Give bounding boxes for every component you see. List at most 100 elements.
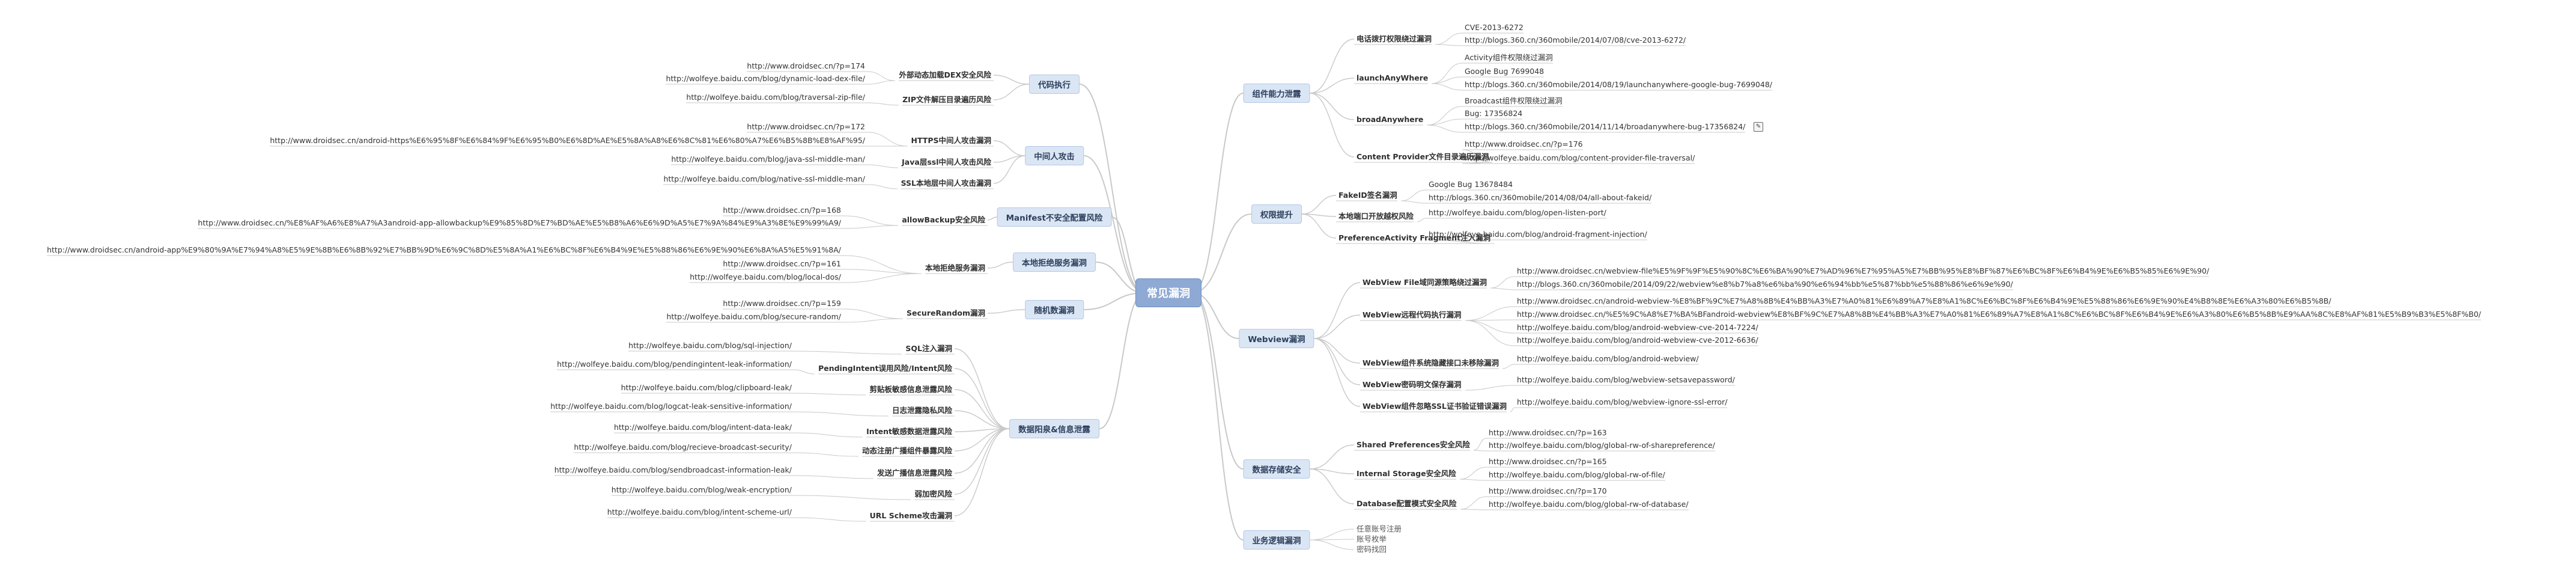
leaf-url: http://www.droidsec.cn/android-https%E6%… [270,136,865,145]
category-0-right: 组件能力泄露 [1243,84,1310,103]
connector-line [794,369,815,375]
connector-line [867,164,899,168]
branch-left-5-1: PendingIntent误用风险/Intent风险 [818,364,952,373]
category-4-left: 随机数漏洞 [1025,300,1084,319]
connector-line [1510,407,1515,412]
leaf-url: http://wolfeye.baidu.com/blog/native-ssl… [663,174,865,183]
leaf-url: http://blogs.360.cn/360mobile/2014/07/08… [1465,35,1686,44]
category-1-left: 中间人攻击 [1025,146,1084,165]
leaf-url: http://wolfeye.baidu.com/blog/global-rw-… [1489,470,1665,479]
branch-right-1-2: PreferenceActivity Fragment注入漏洞 [1338,233,1491,242]
leaf-url: http://blogs.360.cn/360mobile/2014/09/22… [1517,280,2013,289]
leaf-url: http://blogs.360.cn/360mobile/2014/11/14… [1465,122,1746,131]
connector-line [954,389,1010,429]
branch-right-2-4: WebView组件忽略SSL证书验证错误漏洞 [1362,402,1507,411]
leaf-url: http://www.droidsec.cn/?p=170 [1489,486,1607,495]
branch-left-5-6: 发送广播信息泄露风险 [876,468,952,477]
category-5-left: 数据阳泉&信息泄露 [1009,419,1099,438]
connector-line [1310,468,1355,504]
connector-line [867,184,898,189]
leaf-url: http://blogs.360.cn/360mobile/2014/08/04… [1429,193,1652,202]
connector-line [1460,509,1487,510]
branch-right-3-1: Internal Storage安全风险 [1356,469,1456,478]
leaf-url: Google Bug 13678484 [1429,180,1513,189]
connector-line [867,71,896,81]
connector-line [1314,338,1361,407]
leaf-url: Bug: 17356824 [1465,109,1523,118]
connector-line [954,410,1010,429]
category-3-right: 数据存储安全 [1243,459,1310,479]
leaf-url: http://wolfeye.baidu.com/blog/android-we… [1517,354,1699,363]
leaf-url: http://www.droidsec.cn/%E8%AF%A6%E8%A7%A… [198,218,841,227]
branch-left-3-0: 本地拒绝服务漏洞 [925,263,985,272]
connector-line [1314,282,1361,339]
leaf-item: 账号枚举 [1356,535,1387,544]
branch-left-5-2: 剪贴板敏感信息泄露风险 [869,385,952,394]
leaf-url: http://wolfeye.baidu.com/blog/intent-sch… [607,507,792,516]
branch-left-1-2: SSL本地层中间人攻击漏洞 [901,179,991,188]
connector-line [1310,38,1355,94]
leaf-url: http://wolfeye.baidu.com/blog/open-liste… [1429,208,1606,217]
branch-right-0-0: 电话拨打权限绕过漏洞 [1356,34,1432,43]
connector-line [1490,287,1515,290]
branch-right-2-0: WebView File域同源策略绕过漏洞 [1362,278,1487,287]
leaf-url: http://www.droidsec.cn/android-webview-%… [1517,296,2331,305]
leaf-url: http://wolfeye.baidu.com/blog/secure-ran… [666,312,841,321]
leaf-url: http://www.droidsec.cn/?p=159 [723,299,841,308]
connector-line [1192,213,1252,293]
connector-line [954,428,1010,452]
category-4-right: 业务逻辑漏洞 [1243,530,1310,550]
connector-line [993,140,1025,156]
leaf-url: http://www.droidsec.cn/?p=168 [723,206,841,215]
connector-line [1473,450,1487,452]
connector-line [1314,338,1361,364]
connector-line [1460,496,1487,510]
connector-line [1314,338,1361,385]
branch-left-5-3: 日志泄露隐私风险 [892,406,952,415]
connector-line [867,132,908,147]
leaf-url: http://wolfeye.baidu.com/blog/clipboard-… [621,383,792,392]
note-icon[interactable]: ✎ [1754,122,1763,132]
connector-line [1400,200,1427,204]
connector-line [843,273,922,283]
branch-left-5-4: Intent敏感数据泄露风险 [866,427,952,436]
connector-line [794,393,866,396]
connector-line [843,308,904,319]
connector-line [954,428,1010,474]
leaf-url: http://wolfeye.baidu.com/blog/global-rw-… [1489,500,1689,509]
connector-line [1465,385,1515,391]
connector-line [843,225,899,229]
branch-right-0-3: Content Provider文件目录遍历漏洞 [1356,152,1489,161]
branch-right-2-1: WebView远程代码执行漏洞 [1362,310,1462,319]
connector-line [1301,195,1337,215]
leaf-url: http://wolfeye.baidu.com/blog/weak-encry… [611,485,792,494]
branch-left-5-5: 动态注册广播组件暴露风险 [861,446,952,455]
connector-line [1417,218,1427,222]
category-2-left: Manifest不安全配置风险 [997,207,1112,227]
connector-line [954,428,1010,432]
leaf-url: http://www.droidsec.cn/?p=163 [1489,428,1607,437]
leaf-url: http://wolfeye.baidu.com/blog/java-ssl-m… [671,155,865,164]
leaf-url: http://www.droidsec.cn/?p=174 [747,61,865,70]
connector-line [1079,84,1145,293]
connector-line [794,475,874,479]
leaf-url: http://www.droidsec.cn/android-app%E9%80… [47,245,841,254]
connector-line [843,269,922,274]
leaf-url: http://wolfeye.baidu.com/blog/global-rw-… [1489,441,1715,450]
leaf-url: http://www.droidsec.cn/%E5%9C%A8%E7%BA%B… [1517,310,2481,319]
connector-line [1431,76,1463,84]
branch-left-4-0: SecureRandom漏洞 [907,308,985,317]
connector-line [843,255,922,274]
leaf-url: http://wolfeye.baidu.com/blog/android-we… [1517,323,1758,332]
connector-line [954,348,1010,429]
root-node: 常见漏洞 [1135,278,1201,307]
category-0-left: 代码执行 [1029,75,1080,94]
connector-line [867,102,899,106]
leaf-url: Google Bug 7699048 [1465,67,1545,76]
category-3-left: 本地拒绝服务漏洞 [1013,253,1096,272]
connector-line [993,84,1030,100]
connector-line [1490,276,1515,289]
connector-line [1435,32,1463,45]
